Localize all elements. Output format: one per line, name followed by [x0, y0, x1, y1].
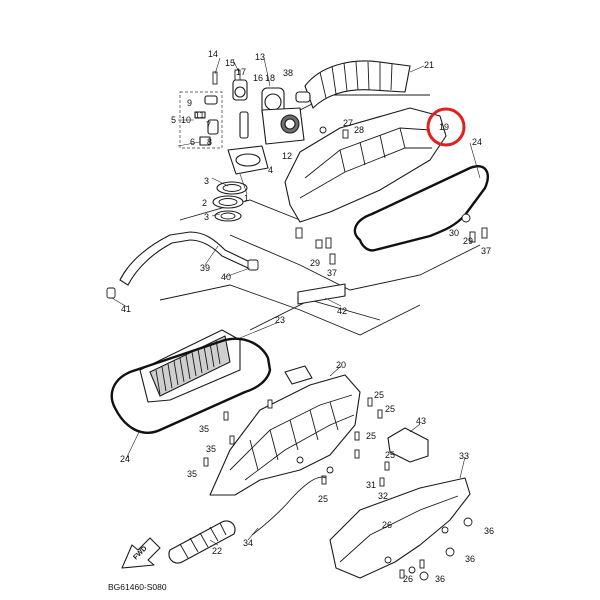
callout-22: 22: [212, 546, 222, 556]
callout-20: 20: [336, 360, 346, 370]
cover-part-33: [329, 477, 471, 579]
callout-36: 36: [435, 574, 445, 584]
callout-1: 1: [244, 193, 249, 203]
callout-25: 25: [318, 494, 328, 504]
callout-21: 21: [424, 60, 434, 70]
callout-26: 26: [382, 520, 392, 530]
throttle-body-assembly: [212, 69, 311, 145]
callout-36: 36: [484, 526, 494, 536]
callout-24: 24: [120, 454, 130, 464]
callout-24: 24: [472, 137, 482, 147]
callout-13: 13: [255, 52, 265, 62]
callout-28: 28: [354, 125, 364, 135]
intake-hose-part-21: [304, 60, 411, 109]
callout-3: 3: [204, 176, 209, 186]
callout-12: 12: [282, 151, 292, 161]
callout-29: 29: [463, 236, 473, 246]
callout-14: 14: [208, 49, 218, 59]
fastener-bolts: [203, 397, 473, 581]
callout-5: 5: [171, 115, 176, 125]
seal-lower-part-24: [110, 337, 272, 434]
callout-35: 35: [206, 444, 216, 454]
forward-direction-arrow: FWD: [121, 537, 161, 569]
callout-26: 26: [403, 574, 413, 584]
callout-34: 34: [243, 538, 253, 548]
hose-part-34: [251, 476, 327, 536]
callout-23: 23: [275, 315, 285, 325]
filter-element-part-23: [139, 329, 241, 403]
callout-42: 42: [337, 306, 347, 316]
duct-part-22: [168, 520, 236, 564]
callout-10: 10: [181, 115, 191, 125]
seal-upper-part-24: [353, 165, 489, 252]
callout-37: 37: [327, 268, 337, 278]
callout-35: 35: [199, 424, 209, 434]
drawing-code: BG61460-S080: [108, 582, 167, 592]
callout-6: 6: [190, 137, 195, 147]
breather-hose-part-39: [106, 231, 259, 299]
callout-4: 4: [268, 165, 273, 175]
small-fasteners-right: [315, 213, 488, 265]
sponge-part-42: [297, 283, 346, 305]
callout-2: 2: [202, 198, 207, 208]
callout-16: 16: [253, 73, 263, 83]
callout-32: 32: [378, 491, 388, 501]
callout-15: 15: [225, 58, 235, 68]
callout-43: 43: [416, 416, 426, 426]
callout-numbers: 1 2 3 3 4 5 6 7 8 9 10 11 12 13 14 15 16…: [120, 49, 494, 584]
callout-19: 19: [439, 122, 449, 132]
leader-lines: [111, 57, 481, 546]
callout-17: 17: [236, 67, 246, 77]
air-cleaner-case-part-19: [284, 107, 447, 239]
callout-27: 27: [343, 118, 353, 128]
part-19-highlight-ring: [426, 107, 466, 147]
callout-25: 25: [366, 431, 376, 441]
callout-40: 40: [221, 272, 231, 282]
air-cleaner-case-part-20: [209, 365, 361, 496]
callout-25: 25: [385, 404, 395, 414]
callout-25: 25: [385, 450, 395, 460]
callout-18: 18: [265, 73, 275, 83]
callout-35: 35: [187, 469, 197, 479]
callout-29: 29: [310, 258, 320, 268]
callout-38: 38: [283, 68, 293, 78]
cap-part-43: [387, 427, 429, 463]
callout-41: 41: [121, 304, 131, 314]
callout-8: 8: [207, 137, 212, 147]
callout-9: 9: [187, 98, 192, 108]
callout-37: 37: [481, 246, 491, 256]
callout-31: 31: [366, 480, 376, 490]
callout-7: 7: [206, 120, 211, 130]
joint-and-gaskets: [212, 145, 269, 222]
callout-36: 36: [465, 554, 475, 564]
callout-39: 39: [200, 263, 210, 273]
callout-11: 11: [195, 110, 204, 120]
callout-3: 3: [204, 212, 209, 222]
callout-30: 30: [449, 228, 459, 238]
callout-25: 25: [374, 390, 384, 400]
callout-33: 33: [459, 451, 469, 461]
